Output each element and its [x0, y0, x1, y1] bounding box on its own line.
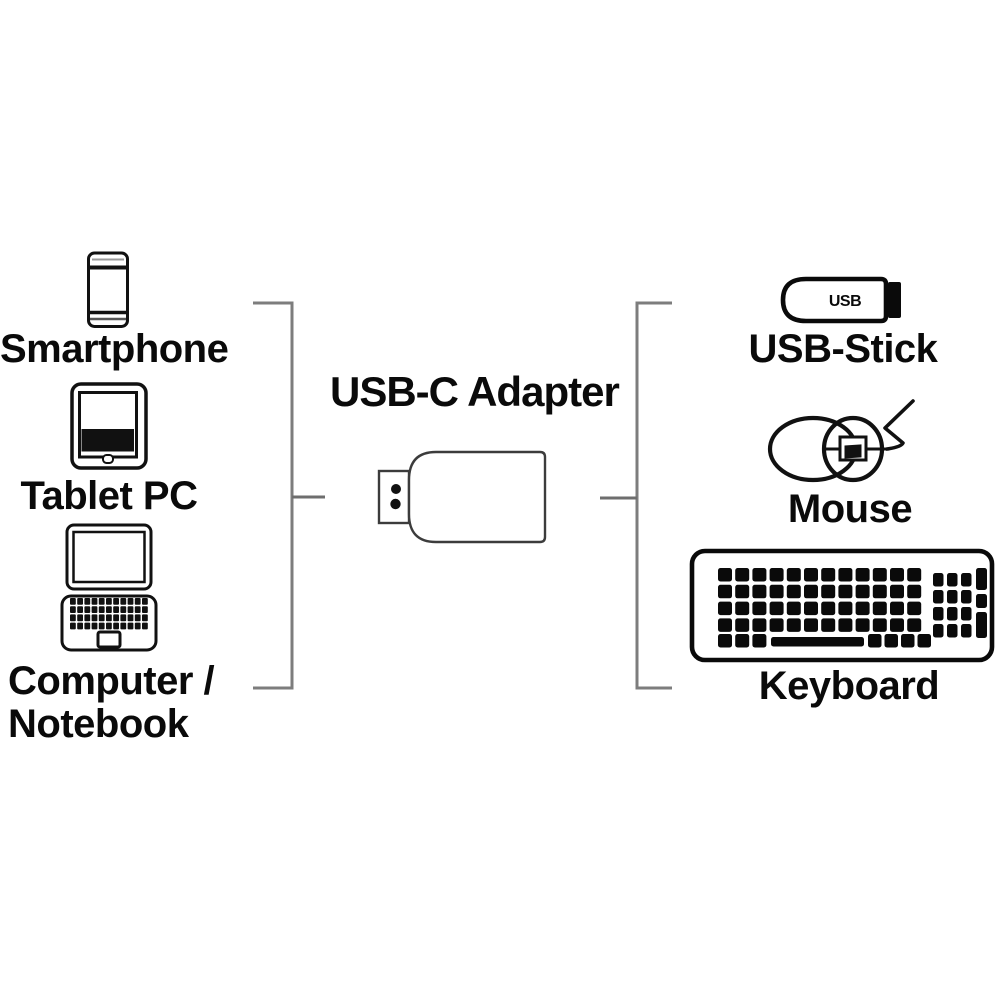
computer-label-line2: Notebook: [8, 702, 189, 746]
tablet-pc-label: Tablet PC: [20, 474, 198, 518]
usb-c-adapter-icon: [377, 450, 547, 544]
computer-notebook-label: Computer / Notebook: [8, 660, 268, 746]
laptop-keys: [70, 598, 148, 630]
right-bracket: [635, 301, 672, 690]
usb-stick-label: USB-Stick: [748, 327, 938, 371]
mouse-label: Mouse: [787, 487, 913, 531]
left-bracket: [253, 301, 294, 690]
computer-label-line1: Computer /: [8, 659, 215, 703]
keyboard-icon: [689, 548, 995, 663]
adapter-title: USB-C Adapter: [330, 368, 620, 415]
keyboard-keys: [718, 568, 987, 648]
smartphone-icon: [87, 251, 129, 328]
usb-stick-icon: USB: [780, 276, 901, 324]
mouse-icon: [767, 399, 915, 483]
keyboard-label: Keyboard: [758, 664, 940, 708]
smartphone-label: Smartphone: [0, 327, 229, 371]
tablet-icon: [70, 382, 148, 470]
laptop-icon: [60, 523, 158, 652]
usb-stick-body-text: USB: [829, 293, 861, 310]
